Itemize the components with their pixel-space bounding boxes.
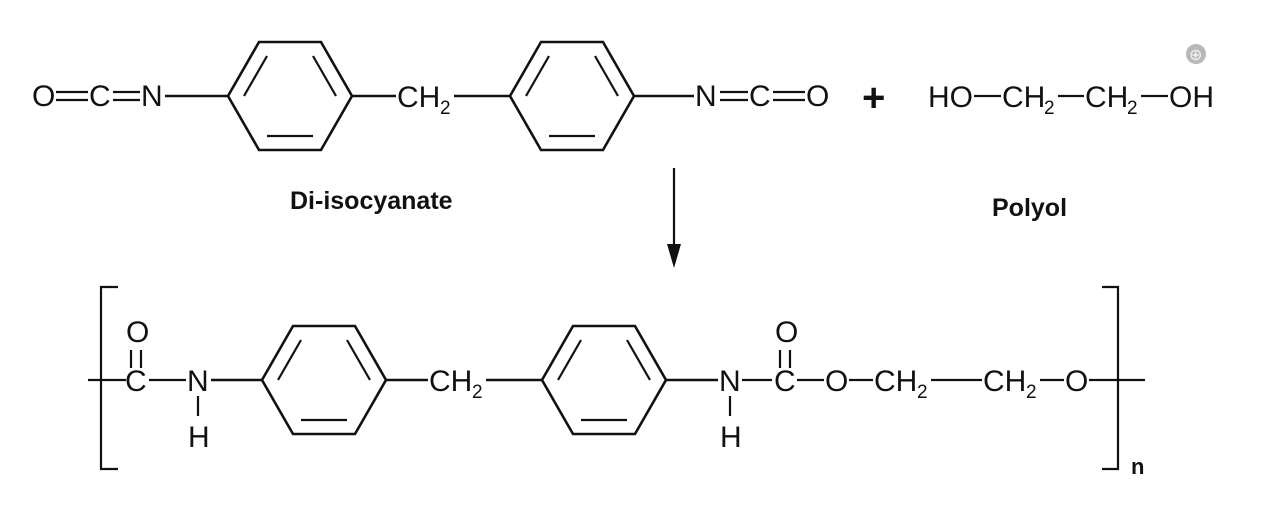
atom-o-ester: O [825,365,848,398]
reaction-arrow [667,168,681,268]
atom-ch2-b: CH [1085,81,1128,114]
repeat-unit-n: n [1131,454,1144,479]
atom-o-terminal: O [1065,365,1088,398]
subscript-2: 2 [1044,98,1055,119]
atom-c-carbonyl-1: C [125,365,147,398]
atom-h-1: H [188,421,210,454]
atom-c-right: C [749,80,771,113]
atom-ho: HO [928,81,973,114]
diisocyanate-structure: O C N CH 2 N C O [32,40,829,152]
atom-n-2: N [719,365,741,398]
atom-o-carbonyl-2: O [775,316,798,349]
right-bracket [1102,285,1120,471]
atom-o-carbonyl-1: O [126,316,149,349]
atom-h-2: H [720,421,742,454]
atom-o-right: O [806,80,829,113]
subscript-2: 2 [1127,98,1138,119]
atom-ch2-a-product: CH [874,365,917,398]
left-bracket [99,285,118,471]
atom-n-1: N [187,365,209,398]
atom-c-left: C [89,80,111,113]
atom-ch2-bridge: CH [397,81,440,114]
benzene-ring-1 [226,40,354,152]
atom-oh: OH [1169,81,1214,114]
subscript-2: 2 [440,98,451,119]
atom-c-carbonyl-2: C [774,365,796,398]
watermark-icon [1186,44,1206,64]
subscript-2: 2 [472,382,483,403]
atom-ch2-b-product: CH [983,365,1026,398]
subscript-2: 2 [917,382,928,403]
atom-o-left: O [32,80,55,113]
watermark-glyph: ⊕ [1189,45,1202,64]
polyol-caption: Polyol [992,194,1067,222]
plus-sign: + [862,76,885,120]
polyurethane-structure: O C N H CH 2 N H O [88,285,1145,479]
polyol-structure: HO CH 2 CH 2 OH [928,81,1214,119]
atom-n-right: N [695,80,717,113]
atom-ch2-a: CH [1002,81,1045,114]
subscript-2: 2 [1026,382,1037,403]
atom-n-left: N [141,80,163,113]
diisocyanate-caption: Di-isocyanate [290,187,453,215]
benzene-ring-4 [540,324,668,436]
benzene-ring-3 [260,324,388,436]
atom-ch2-bridge-product: CH [429,365,472,398]
benzene-ring-2 [508,40,636,152]
